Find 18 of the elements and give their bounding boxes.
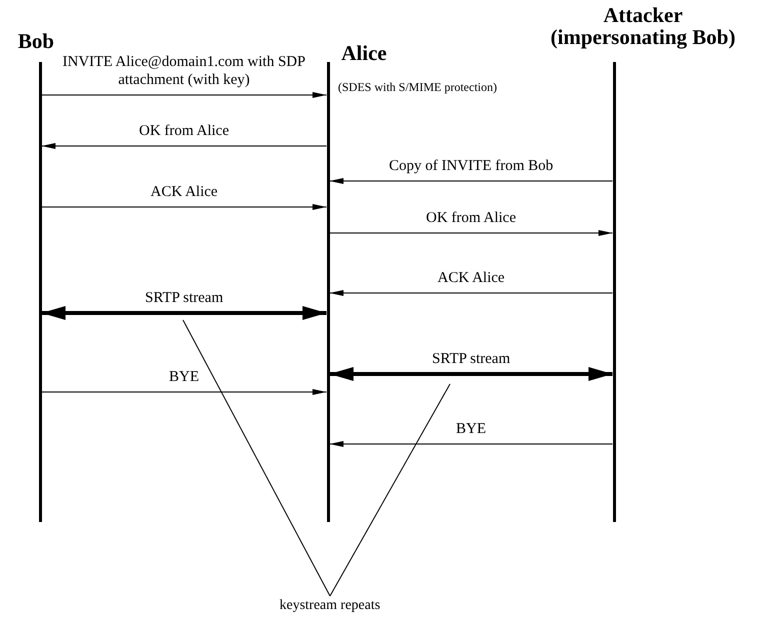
message-arrow — [41, 204, 327, 210]
message-arrow — [41, 389, 327, 395]
participant-name: Attacker (impersonating Bob) — [550, 4, 736, 48]
message-arrow — [41, 92, 327, 98]
message-arrow — [329, 178, 613, 184]
leader-line — [330, 384, 450, 596]
annotation-text: (SDES with S/MIME protection) — [338, 80, 498, 95]
message-arrow — [41, 143, 327, 149]
note-text: keystream repeats — [280, 598, 380, 614]
message-arrow — [329, 441, 613, 447]
participant-name: Alice — [340, 42, 388, 64]
stream-arrow — [330, 367, 612, 381]
message-label: Copy of INVITE from Bob — [387, 157, 556, 175]
stream-arrow — [42, 306, 326, 320]
message-arrow — [329, 230, 613, 236]
leader-line — [182, 320, 330, 596]
participant-name: Bob — [16, 30, 56, 52]
message-arrow — [329, 290, 613, 296]
